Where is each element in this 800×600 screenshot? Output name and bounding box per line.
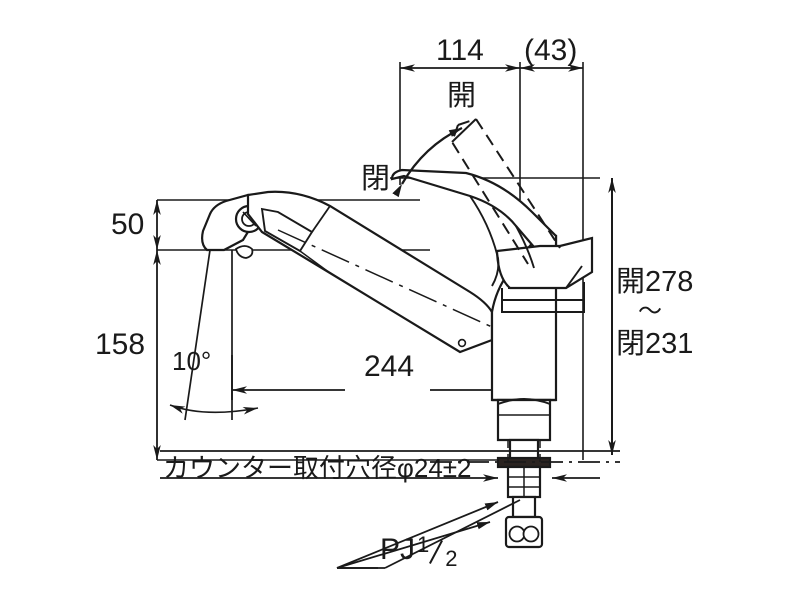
pj-fraction-bar: [429, 540, 444, 564]
dimension-label-height-closed: 閉231: [616, 328, 694, 360]
pj-thread-label: PJ12: [380, 532, 466, 570]
lever-swing-construction: [469, 195, 535, 287]
dimension-label-114: 114: [436, 34, 484, 67]
dimension-label-158: 158: [95, 328, 146, 361]
dimension-label-height-open: 開278: [616, 266, 694, 298]
angle-10-degree-indicator: [169, 249, 259, 421]
dimension-label-43: (43): [524, 34, 578, 67]
pj-thread-fraction: 12: [415, 532, 466, 570]
pj-fraction-denominator: 2: [445, 546, 458, 571]
dimension-label-range-tilde: ～: [638, 298, 662, 325]
lever-hub-base: [495, 236, 594, 313]
lever-closed-label: 閉: [361, 163, 391, 195]
angle-label-10deg: 10°: [172, 346, 212, 376]
spout-body: [234, 190, 494, 354]
mounting-shank-assembly: [496, 398, 552, 549]
lever-handle-closed: [390, 168, 558, 256]
hidden-bore-lines: [507, 440, 541, 462]
dimension-label-244: 244: [364, 350, 415, 383]
counter-hole-note: カウンター取付穴径φ24±2: [163, 453, 472, 483]
dimension-label-50: 50: [111, 208, 145, 241]
lever-swing-arrow: [392, 126, 463, 198]
pj-fraction-numerator: 1: [417, 532, 430, 557]
pj-thread-prefix: PJ: [380, 533, 416, 566]
spout-centerline: [277, 229, 493, 328]
lever-open-label: 開: [447, 80, 477, 112]
